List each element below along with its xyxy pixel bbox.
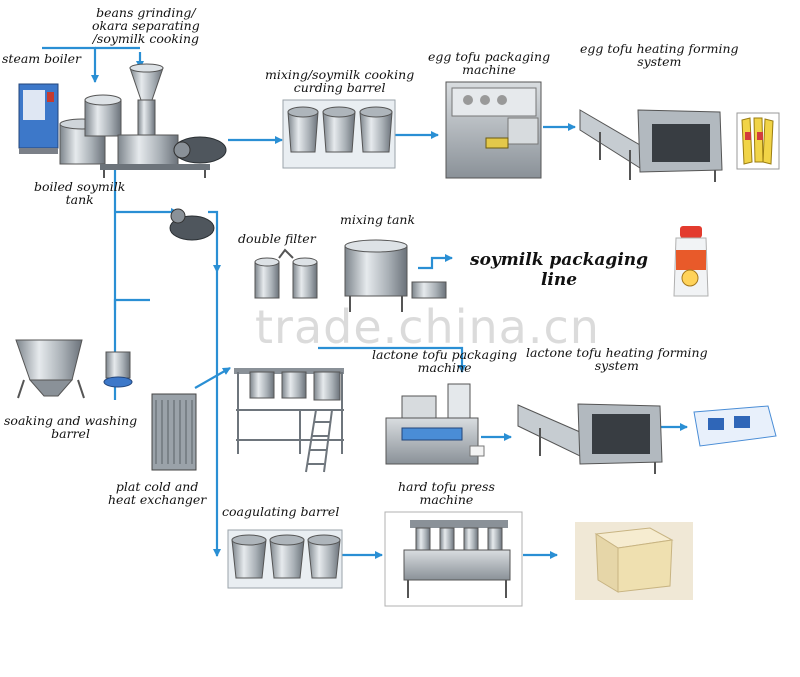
lactone-heating-system (517, 403, 663, 474)
label-beans-grinding: beans grinding/ okara separating /soymil… (92, 5, 200, 46)
pump-1 (173, 136, 227, 164)
label-hard-press: hard tofu press machine (398, 479, 495, 507)
label-plate-exchanger: plat cold and heat exchanger (108, 479, 207, 507)
lactone-tank-platform (234, 368, 344, 473)
plate-heat-exchanger (151, 393, 197, 471)
label-soaking: soaking and washing barrel (4, 413, 138, 441)
tofu-block (575, 522, 693, 600)
grinding-cooking-machine (59, 63, 210, 178)
steam-boiler-machine (18, 83, 59, 154)
egg-tofu-heating-system (579, 109, 723, 182)
label-boiled-tank: boiled soymilk tank (34, 179, 126, 207)
egg-tofu-product (736, 112, 780, 170)
label-double-filter: double filter (238, 231, 316, 246)
egg-tofu-packaging-machine (445, 81, 542, 179)
mixing-tank (344, 239, 447, 312)
label-steam-boiler: steam boiler (2, 51, 82, 66)
label-lactone-packaging: lactone tofu packaging machine (372, 347, 518, 375)
flow-lines (42, 46, 688, 559)
soaking-barrel (15, 339, 133, 399)
pump-2 (169, 208, 215, 241)
label-coagulating: coagulating barrel (222, 504, 340, 519)
lactone-packaging-machine (385, 383, 485, 465)
hard-press-machine (384, 511, 523, 607)
label-egg-packaging: egg tofu packaging machine (428, 49, 551, 77)
soymilk-bottle (673, 226, 709, 297)
double-filter (254, 248, 318, 299)
mixing-cooking-barrels (282, 99, 396, 169)
label-egg-heating: egg tofu heating forming system (580, 41, 739, 69)
lactone-tofu-product (693, 405, 777, 447)
label-mixing-tank: mixing tank (340, 212, 416, 227)
label-lactone-heating: lactone tofu heating forming system (526, 345, 708, 373)
label-soymilk-line: soymilk packaging line (470, 250, 649, 290)
label-mixing-cooking: mixing/soymilk cooking curding barrel (265, 67, 415, 95)
watermark: trade.china.cn (255, 300, 600, 354)
coagulating-barrels (227, 529, 343, 589)
